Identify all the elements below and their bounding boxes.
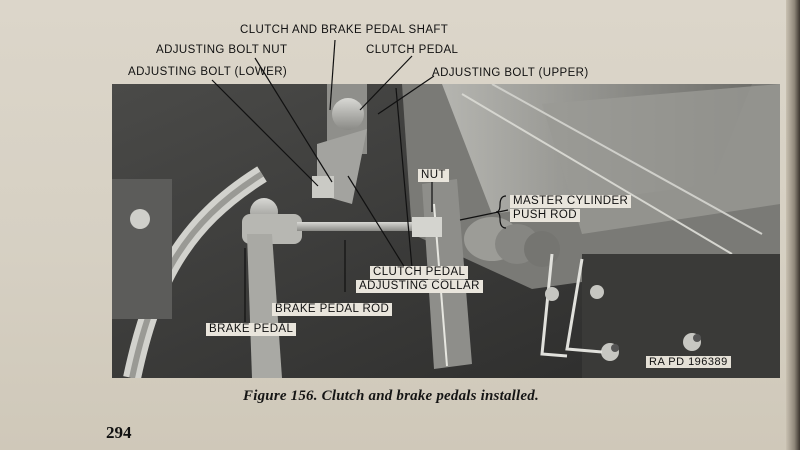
label-adjusting-bolt-nut: ADJUSTING BOLT NUT [156,44,288,56]
label-brake-pedal: BRAKE PEDAL [206,323,297,336]
figure-caption: Figure 156. Clutch and brake pedals inst… [243,388,539,404]
label-clutch-brake-pedal-shaft: CLUTCH AND BRAKE PEDAL SHAFT [240,24,449,36]
page-edge-shadow [786,0,800,450]
label-collar-line1: CLUTCH PEDAL [370,266,469,279]
label-adjusting-bolt-lower: ADJUSTING BOLT (LOWER) [128,66,288,78]
label-adjusting-collar: ADJUSTING COLLAR [356,280,483,293]
label-clutch-pedal: CLUTCH PEDAL [366,44,459,56]
page-number: 294 [106,423,132,442]
label-brake-pedal-rod: BRAKE PEDAL ROD [272,303,393,316]
label-master-cylinder: MASTER CYLINDER [510,195,632,208]
reference-code: RA PD 196389 [646,356,731,368]
label-push-rod: PUSH ROD [510,209,580,222]
label-adjusting-bolt-upper: ADJUSTING BOLT (UPPER) [432,67,589,79]
label-nut: NUT [418,169,449,182]
